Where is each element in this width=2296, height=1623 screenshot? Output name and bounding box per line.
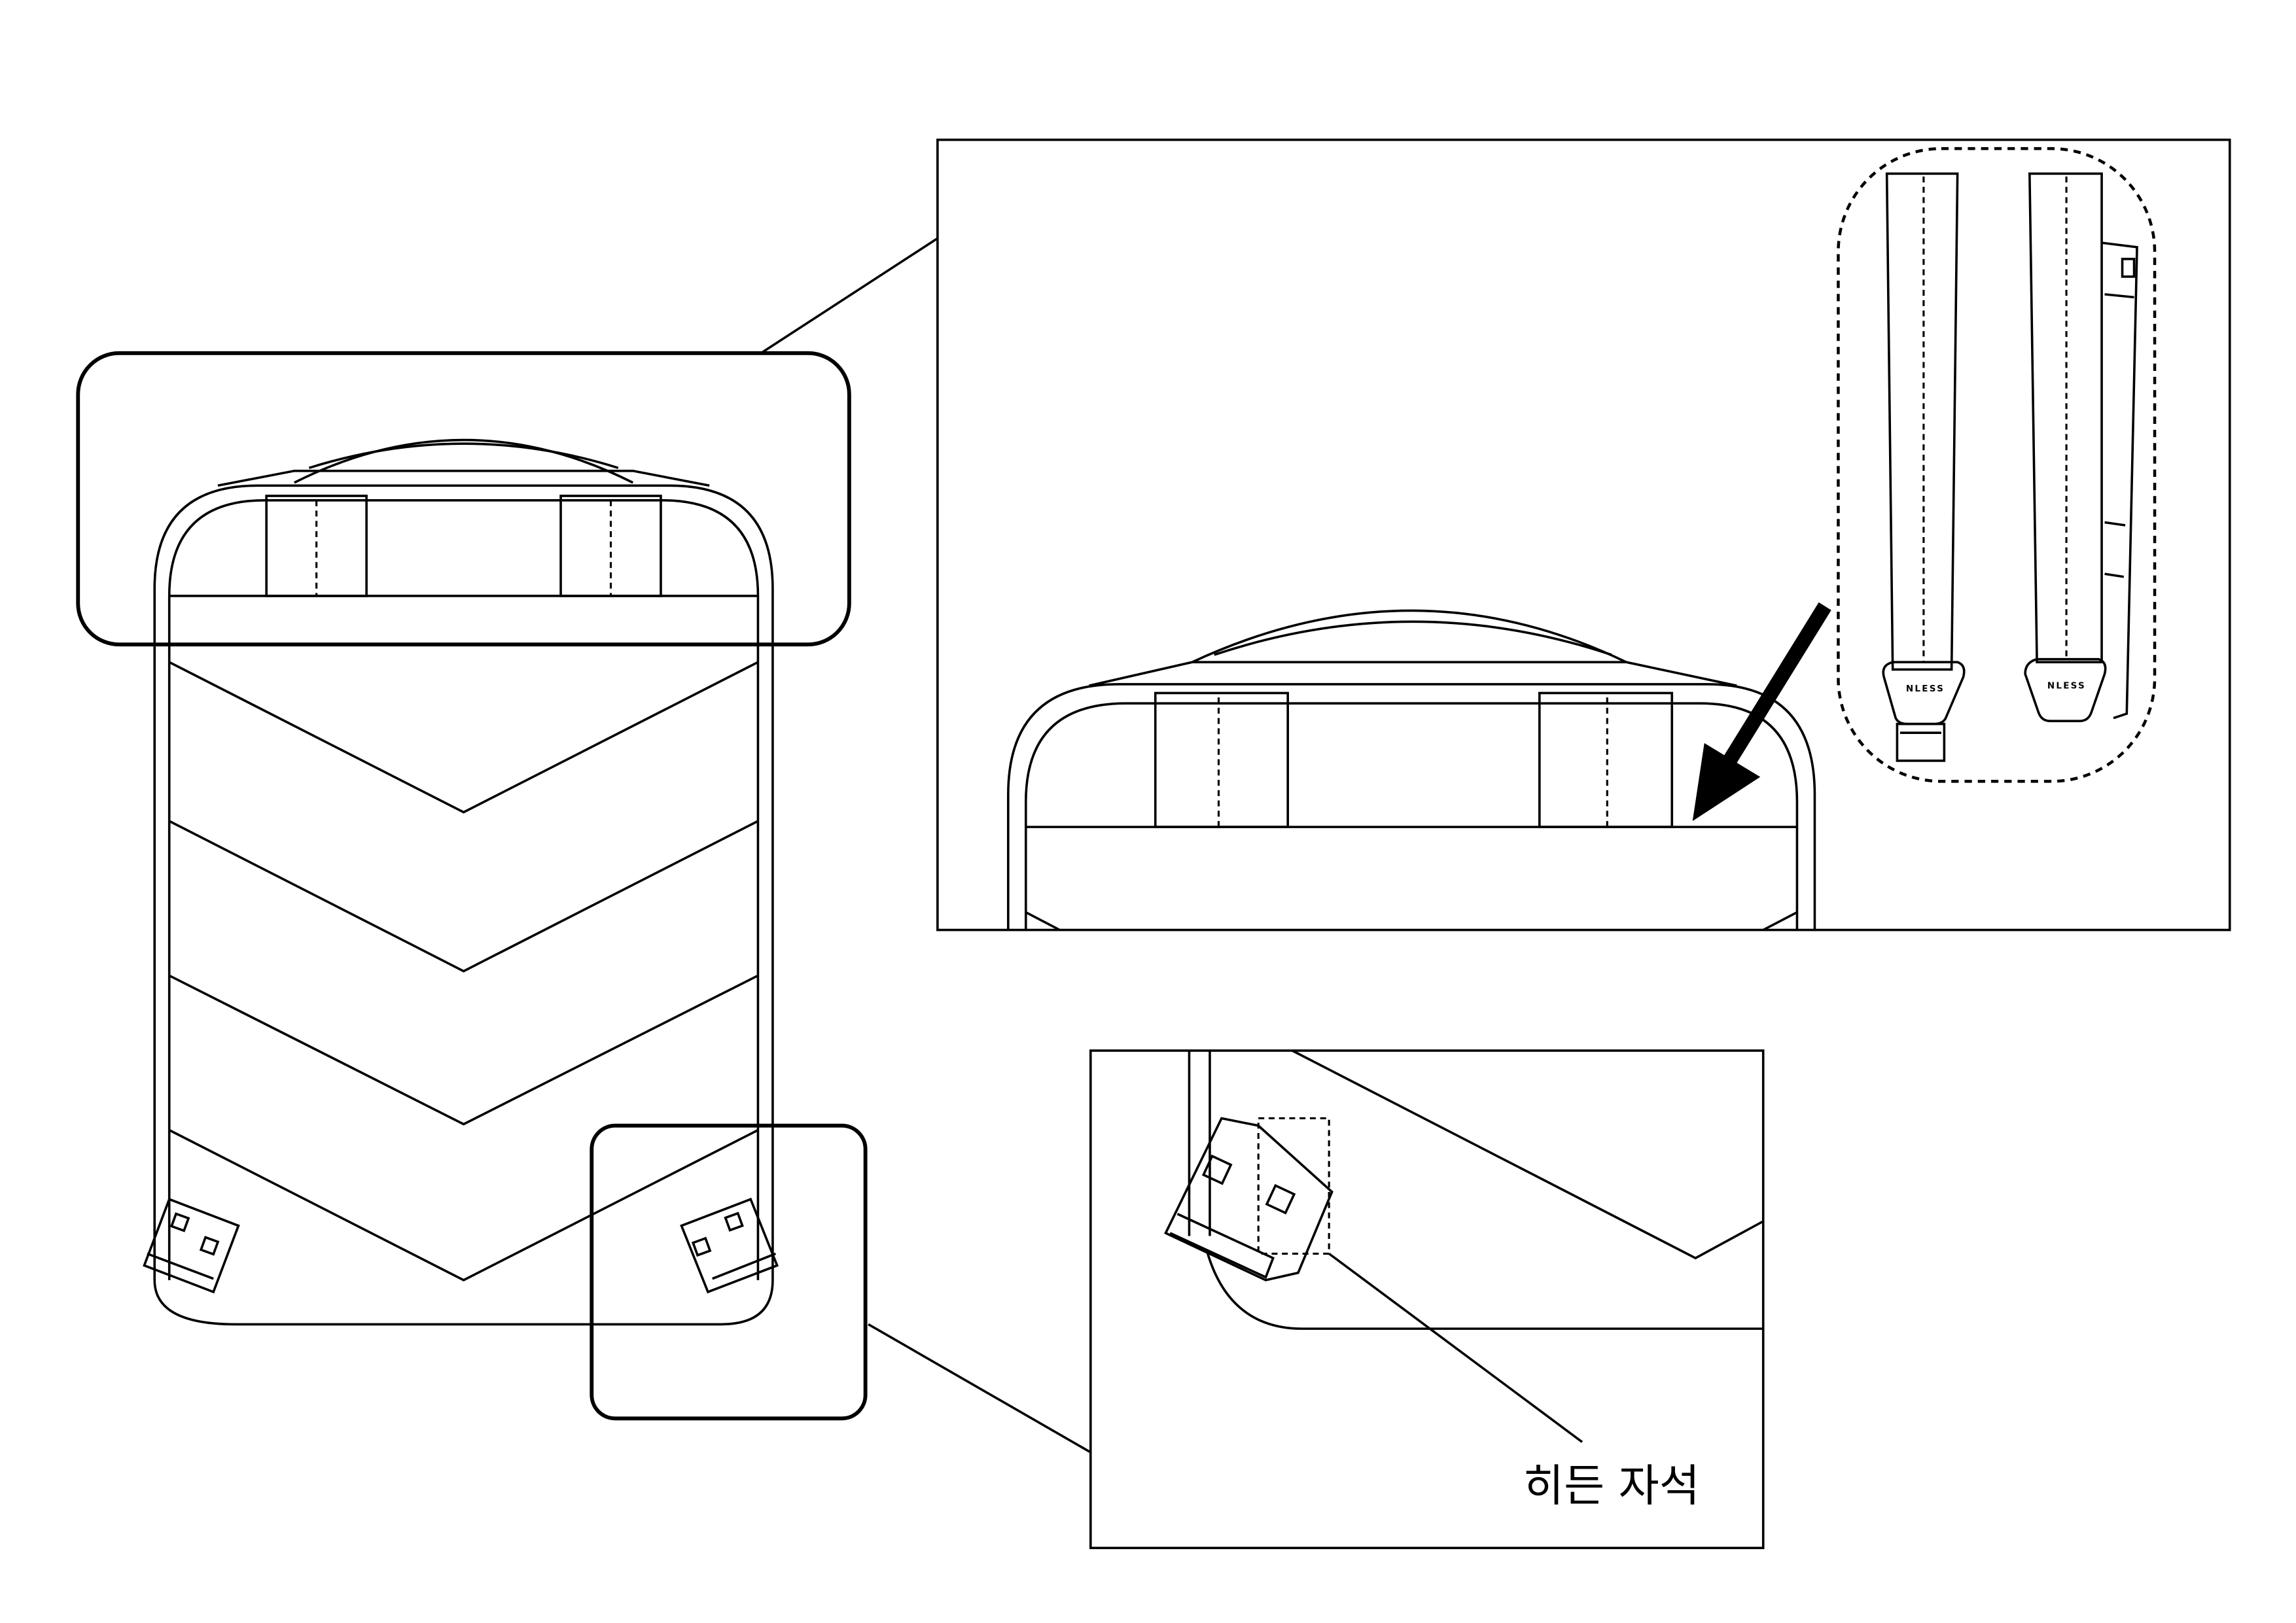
top-detail-panel: NLESS NLESS — [936, 138, 2231, 932]
straps-inset: NLESS NLESS — [1837, 147, 2157, 783]
strap-brand-label-right: NLESS — [2047, 681, 2086, 691]
highlight-buckle-region — [590, 1123, 868, 1421]
leader-line-bottom — [868, 1323, 1091, 1454]
hidden-magnet-callout-label: 히든 자석 — [1523, 1459, 1700, 1511]
leader-line-top — [760, 237, 938, 355]
buckle-detail-panel: 히든 자석 — [1089, 1049, 1765, 1550]
buckle-left — [143, 1197, 240, 1294]
highlight-top-region — [76, 351, 851, 647]
backpack-main-view — [76, 351, 868, 1421]
arrow-indicator-icon — [1692, 602, 1831, 822]
buckle-right — [680, 1197, 779, 1294]
strap-brand-label-left: NLESS — [1906, 684, 1945, 694]
